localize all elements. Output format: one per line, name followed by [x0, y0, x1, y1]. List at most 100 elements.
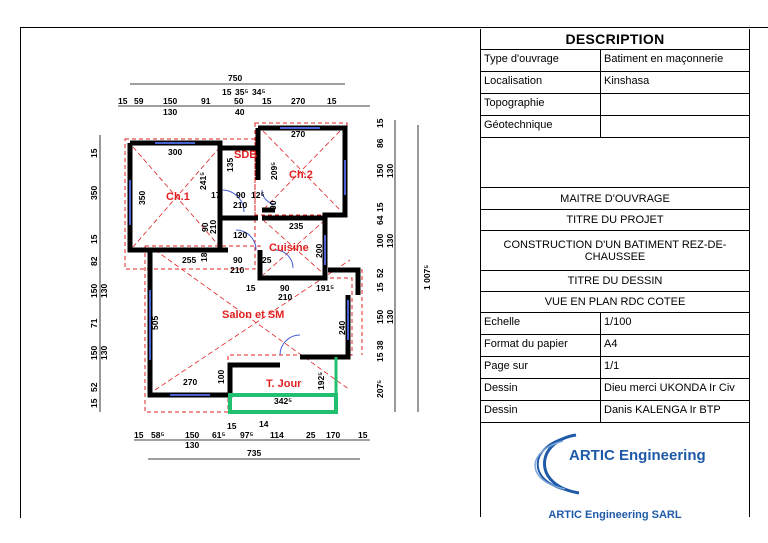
- info-row-dessin-2: Dessin Danis KALENGA Ir BTP: [481, 401, 749, 423]
- dim-top-8: 50: [234, 96, 244, 106]
- dim-bot-total: 735: [247, 448, 261, 458]
- info-row-dessin-1: Dessin Dieu merci UKONDA Ir Civ: [481, 379, 749, 401]
- dim-bot-5: 15: [227, 421, 237, 431]
- info-row-localisation: Localisation Kinshasa: [481, 72, 749, 94]
- dim-right-total: 1 007⁵: [422, 265, 432, 290]
- project-title: CONSTRUCTION D'UN BATIMENT REZ-DE-CHAUSS…: [481, 231, 749, 271]
- dim-d210e: 210: [278, 292, 292, 302]
- dim-bot-11: 15: [358, 430, 368, 440]
- dim-d210a: 210: [233, 200, 247, 210]
- info-value: Danis KALENGA Ir BTP: [604, 404, 721, 416]
- dim-top-sub-40: 40: [235, 107, 245, 117]
- room-label-ch2: Ch.2: [289, 169, 313, 181]
- dim-bot-7: 14: [259, 419, 269, 429]
- dim-right-13: 38: [375, 340, 385, 350]
- dim-right-2: 86: [375, 138, 385, 148]
- dim-right-1: 15: [375, 118, 385, 128]
- doors: [221, 189, 301, 356]
- dim-bot-3: 150: [185, 430, 199, 440]
- drawing-title: VUE EN PLAN RDC COTEE: [481, 292, 749, 313]
- dim-right-6: 64: [375, 215, 385, 225]
- info-row-echelle: Echelle 1/100: [481, 313, 749, 335]
- info-key: Type d'ouvrage: [481, 50, 601, 71]
- dim-d200: 200: [314, 244, 324, 258]
- room-label-ch1: Ch.1: [166, 191, 190, 203]
- dim-right-14: 15: [375, 352, 385, 362]
- dim-ch2-width: 270: [291, 129, 305, 139]
- dim-right-8: 130: [385, 234, 395, 248]
- dim-bot-9: 25: [306, 430, 316, 440]
- info-key: Format du papier: [481, 335, 601, 356]
- dim-top-2: 59: [134, 96, 144, 106]
- titre-projet-label: TITRE DU PROJET: [481, 210, 749, 231]
- right-dimension-lines: [394, 120, 419, 412]
- dim-bot-2: 58⁵: [151, 430, 164, 440]
- dim-left-8: 505: [150, 316, 160, 330]
- logo-swoosh-icon: [534, 433, 580, 495]
- dim-d255: 255: [182, 255, 196, 265]
- dim-bot-8: 114: [270, 430, 284, 440]
- dim-right-11: 150: [375, 310, 385, 324]
- info-key: Dessin: [481, 379, 601, 400]
- maitre-ouvrage: MAITRE D'OUVRAGE: [481, 188, 749, 210]
- dim-d17: 17: [211, 190, 221, 200]
- info-key: Topographie: [481, 94, 601, 115]
- dim-left-6: 130: [99, 284, 109, 298]
- dim-right-5: 15: [375, 202, 385, 212]
- info-row-geotechnique: Géotechnique: [481, 116, 749, 138]
- info-value: Batiment en maçonnerie: [604, 53, 724, 65]
- dim-left-1: 15: [89, 148, 99, 158]
- dim-left-12: 15: [89, 398, 99, 408]
- dim-right-4: 130: [385, 164, 395, 178]
- info-key: Echelle: [481, 313, 601, 334]
- dim-left-5: 150: [89, 284, 99, 298]
- titre-dessin-label: TITRE DU DESSIN: [481, 271, 749, 292]
- info-value: 1/1: [604, 360, 620, 372]
- dim-ch1-width: 300: [168, 147, 182, 157]
- info-value: A4: [604, 338, 618, 350]
- dim-right-12: 130: [385, 310, 395, 324]
- room-label-salon: Salon et SM: [222, 309, 284, 321]
- floor-plan: Ch.1 Ch.2 SDB Cuisine Salon et SM T. Jou…: [89, 73, 432, 460]
- dim-top-5: 15: [222, 87, 232, 97]
- company-logo-area: ARTIC Engineering ARTIC Engineering SARL: [481, 423, 749, 536]
- dim-top-7: 34⁵: [252, 87, 265, 97]
- dim-right-7: 100: [375, 234, 385, 248]
- logo-text: ARTIC Engineering: [569, 447, 706, 464]
- dim-top-3: 150: [163, 96, 177, 106]
- dim-d120: 120: [233, 230, 247, 240]
- dim-d210b: 210: [208, 220, 218, 234]
- dim-bot-6: 97⁵: [240, 430, 253, 440]
- dim-left-7: 71: [89, 318, 99, 328]
- dim-d90a: 90: [236, 190, 246, 200]
- dim-right-10: 15: [375, 282, 385, 292]
- room-label-tjour: T. Jour: [266, 378, 302, 390]
- info-value: 1/100: [604, 316, 632, 328]
- info-value: Dieu merci UKONDA Ir Civ: [604, 382, 735, 394]
- company-name: ARTIC Engineering SARL: [548, 509, 682, 521]
- top-dimension-lines: [118, 83, 370, 107]
- dim-d210d: 210: [230, 265, 244, 275]
- dim-left-9: 150: [89, 346, 99, 360]
- dim-d270: 270: [183, 377, 197, 387]
- dim-left-11: 52: [89, 382, 99, 392]
- room-label-sdb: SDB: [234, 149, 257, 161]
- dim-sdb-height: 135: [225, 158, 235, 172]
- dim-left-4: 82: [89, 256, 99, 266]
- dim-right-9: 52: [375, 268, 385, 278]
- dim-right-15: 207⁵: [375, 380, 385, 398]
- info-key: Page sur: [481, 357, 601, 378]
- dim-d90-ch2: 90: [268, 200, 278, 210]
- dim-top-6: 35⁵: [235, 87, 248, 97]
- dim-d18: 18: [199, 252, 209, 262]
- dim-right-3: 150: [375, 164, 385, 178]
- dim-top-11: 15: [327, 96, 337, 106]
- room-diagonals: [132, 130, 351, 391]
- dim-top-sub-130: 130: [163, 107, 177, 117]
- dim-bot-4: 61⁵: [212, 430, 225, 440]
- dim-top-total: 750: [228, 73, 242, 83]
- info-key: Géotechnique: [481, 116, 601, 137]
- dim-bot-sub-130: 130: [185, 440, 199, 450]
- blank-cell: [481, 138, 749, 188]
